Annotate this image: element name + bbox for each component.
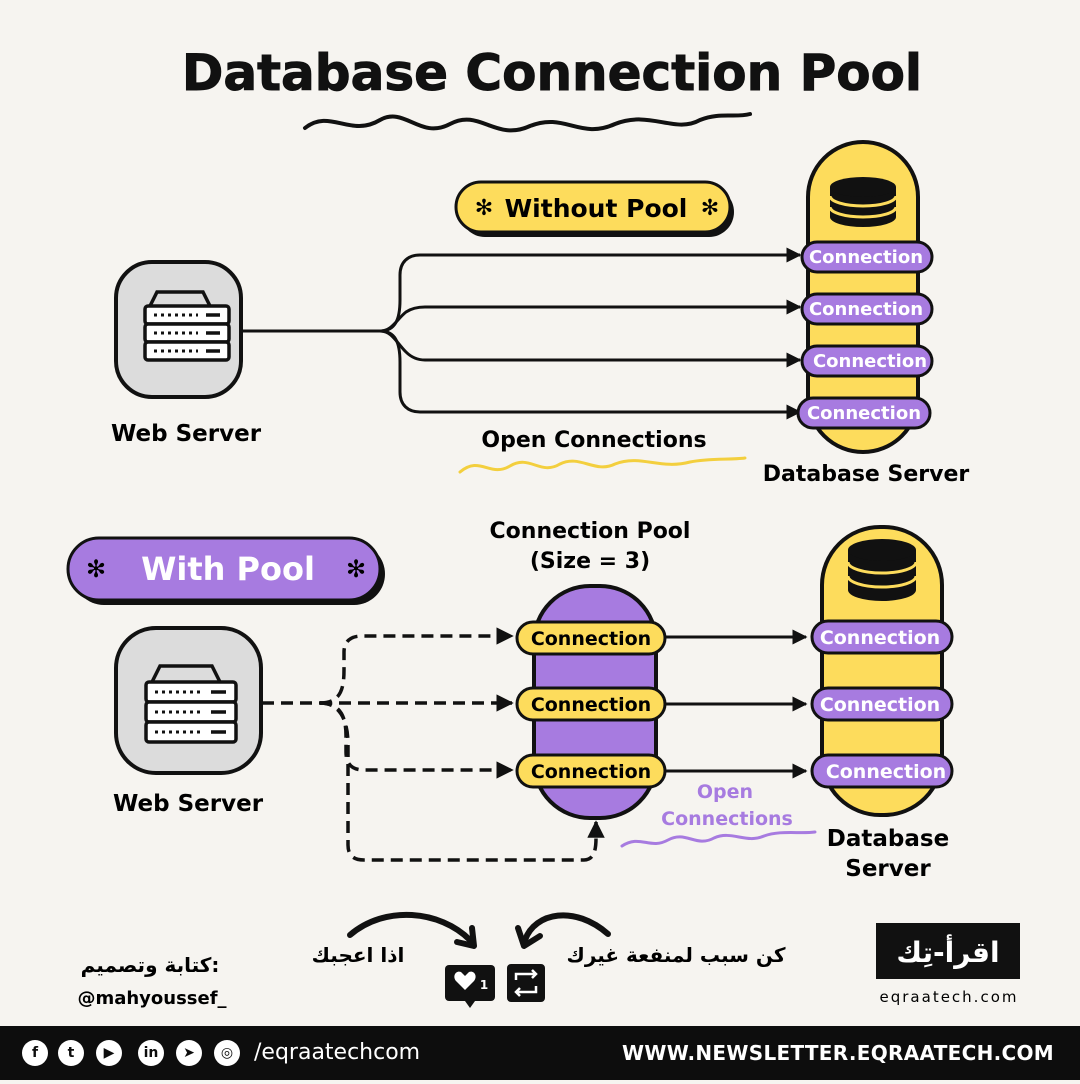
db-label-1: Database Server xyxy=(763,462,970,487)
pool-connections: Connection Connection Connection xyxy=(515,620,667,789)
db-label-2-line2: Server xyxy=(845,856,931,882)
pool-connection-label: Connection xyxy=(531,628,651,650)
brand-logo: اقرأ-تِك xyxy=(876,923,1020,979)
connection-label: Connection xyxy=(807,403,921,424)
curved-arrow-right xyxy=(522,912,611,943)
with-pool-label: With Pool xyxy=(141,550,315,588)
repost-icon xyxy=(514,969,538,997)
heart-icon xyxy=(454,971,476,990)
direct-connection-lines xyxy=(241,247,802,420)
with-pool-badge: ✻ With Pool ✻ xyxy=(66,536,385,605)
pool-title: Connection Pool xyxy=(490,519,691,544)
without-pool-label: Without Pool xyxy=(505,194,688,223)
youtube-icon[interactable]: ▶ xyxy=(96,1040,122,1066)
connection-label: Connection xyxy=(809,299,923,320)
arrowhead-right xyxy=(515,925,543,949)
pool-request-lines xyxy=(262,627,605,862)
database-icon xyxy=(828,177,898,227)
telegram-icon[interactable]: ➤ xyxy=(176,1040,202,1066)
cta-share-text: كن سبب لمنفعة غيرك xyxy=(566,943,785,967)
curved-arrow-left xyxy=(347,912,473,943)
linkedin-icon[interactable]: in xyxy=(138,1040,164,1066)
title-squiggle xyxy=(303,112,752,133)
connection-label: Connection xyxy=(813,351,927,372)
credits-handle: @mahyoussef_ xyxy=(77,988,226,1009)
without-pool-badge: ✻ Without Pool ✻ xyxy=(454,180,734,237)
like-button[interactable]: 1 xyxy=(445,965,495,1008)
newsletter-link[interactable]: WWW.NEWSLETTER.EQRAATECH.COM xyxy=(622,1041,1054,1065)
db-connection-label: Connection xyxy=(826,761,946,783)
db2-connections: Connection Connection Connection xyxy=(810,619,954,789)
web-server-node-2 xyxy=(114,626,263,775)
open-connections-annotation: Open Connections xyxy=(481,428,706,453)
server-icon xyxy=(144,664,238,744)
footer-bar: f t ▶ in ➤ ◎ /eqraatechcom WWW.NEWSLETTE… xyxy=(0,1026,1080,1080)
db-connection-label: Connection xyxy=(820,627,940,649)
purple-squiggle xyxy=(620,830,817,848)
credits-title: كتابة وتصميم: xyxy=(81,953,220,977)
db-connection-label: Connection xyxy=(820,694,940,716)
footer-handle[interactable]: /eqraatechcom xyxy=(254,1040,421,1065)
brand-site: eqraatech.com xyxy=(880,988,1019,1006)
arrowhead-left xyxy=(454,925,477,949)
page-title: Database Connection Pool xyxy=(182,44,922,102)
database-server-2 xyxy=(820,525,944,817)
web-server-label-2: Web Server xyxy=(113,791,264,817)
brand-logo-text: اقرأ-تِك xyxy=(896,934,999,969)
pool-size: (Size = 3) xyxy=(530,549,650,574)
database-icon xyxy=(846,539,918,601)
facebook-icon[interactable]: f xyxy=(22,1040,48,1066)
db1-connections: Connection Connection Connection Connect… xyxy=(796,240,934,430)
asterisk-icon: ✻ xyxy=(701,196,719,221)
db-label-2-line1: Database xyxy=(827,826,949,852)
repost-button[interactable] xyxy=(507,964,545,1002)
web-server-node-1 xyxy=(114,260,243,399)
connection-label: Connection xyxy=(809,247,923,268)
twitter-icon[interactable]: t xyxy=(58,1040,84,1066)
asterisk-icon: ✻ xyxy=(346,555,366,583)
pool-annotation-line1: Open xyxy=(697,781,753,803)
like-count: 1 xyxy=(480,978,488,992)
pool-to-db-lines xyxy=(665,629,808,779)
asterisk-icon: ✻ xyxy=(86,555,106,583)
cta-like-text: اذا اعجبك xyxy=(312,943,405,967)
github-icon[interactable]: ◎ xyxy=(214,1040,240,1066)
yellow-squiggle xyxy=(458,456,747,474)
server-icon xyxy=(143,290,231,362)
web-server-label-1: Web Server xyxy=(111,421,262,447)
pool-annotation-line2: Connections xyxy=(661,808,793,830)
asterisk-icon: ✻ xyxy=(475,196,493,221)
pool-connection-label: Connection xyxy=(531,761,651,783)
pool-connection-label: Connection xyxy=(531,694,651,716)
